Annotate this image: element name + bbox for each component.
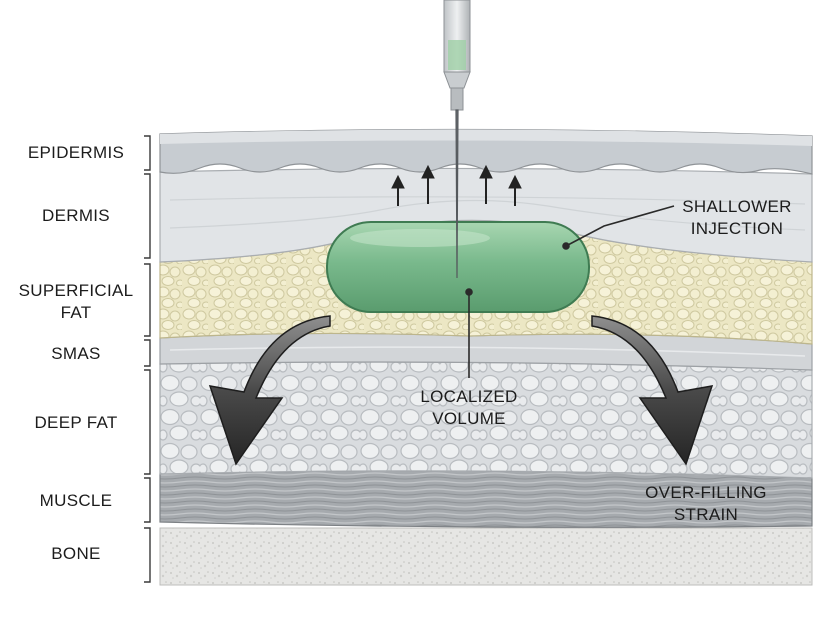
dermis-layer <box>159 167 813 263</box>
label-bone: BONE <box>51 544 101 563</box>
right-curved-arrow <box>591 315 714 466</box>
callout-shallower-injection: SHALLOWER INJECTION <box>682 197 792 238</box>
callout-leaders <box>465 205 675 378</box>
label-epidermis: EPIDERMIS <box>27 143 125 162</box>
callout-over-filling-strain: OVER-FILLING STRAIN <box>645 483 767 524</box>
callout-localized-volume: LOCALIZED VOLUME <box>420 387 518 428</box>
label-smas: SMAS <box>51 344 101 363</box>
label-dermis: DERMIS <box>42 206 110 225</box>
label-deep-fat: DEEP FAT <box>34 413 118 432</box>
needle <box>455 109 459 279</box>
label-muscle: MUSCLE <box>39 491 113 510</box>
upward-pressure-arrows <box>391 164 522 206</box>
left-curved-arrow <box>208 315 331 466</box>
layer-brackets <box>144 135 151 583</box>
label-superficial-fat: SUPERFICIAL FAT <box>18 281 134 322</box>
syringe <box>443 0 471 279</box>
bone-layer <box>159 527 813 586</box>
